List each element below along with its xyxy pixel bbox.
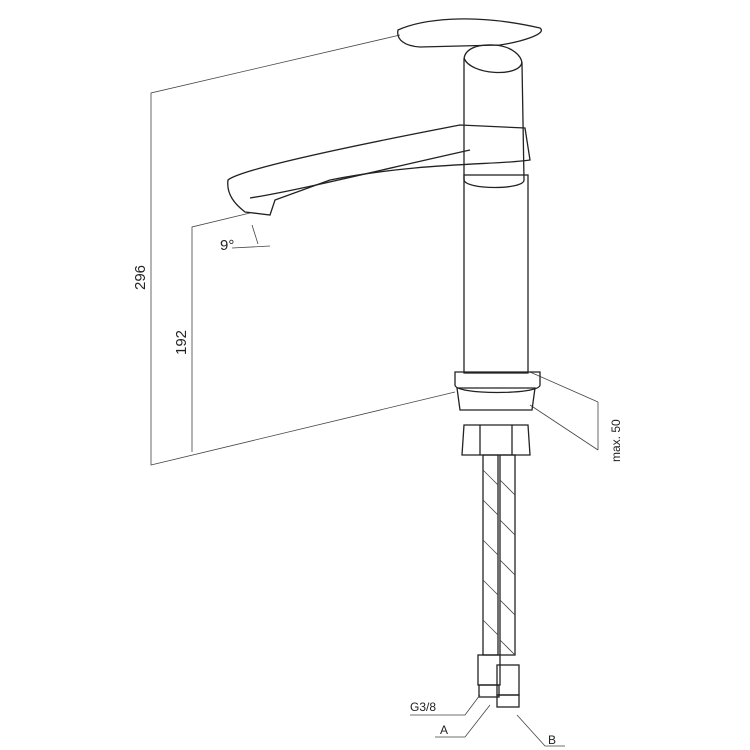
dimension-lines: [150, 34, 599, 466]
dimension-192: 192: [173, 330, 190, 355]
dimension-296: 296: [132, 265, 149, 290]
thread-label: G3/8: [410, 700, 436, 714]
hose-b-label: B: [548, 733, 556, 747]
faucet-body: [227, 18, 543, 456]
max-thickness-label: max. 50: [609, 419, 623, 462]
spout-angle-label: 9°: [220, 237, 234, 254]
hoses: [410, 454, 565, 747]
hose-a-label: A: [440, 723, 448, 737]
